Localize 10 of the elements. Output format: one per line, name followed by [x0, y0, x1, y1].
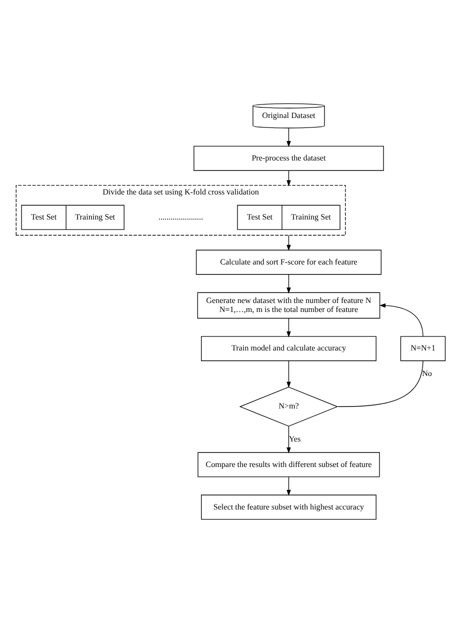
arrow — [286, 426, 291, 454]
arrow — [286, 476, 291, 496]
arrow — [286, 234, 291, 251]
arrow — [286, 274, 291, 294]
arrow — [286, 318, 291, 338]
arrow — [379, 303, 424, 337]
arrow — [286, 128, 291, 148]
arrow — [286, 170, 291, 186]
connector — [338, 360, 424, 407]
arrow — [286, 360, 291, 388]
